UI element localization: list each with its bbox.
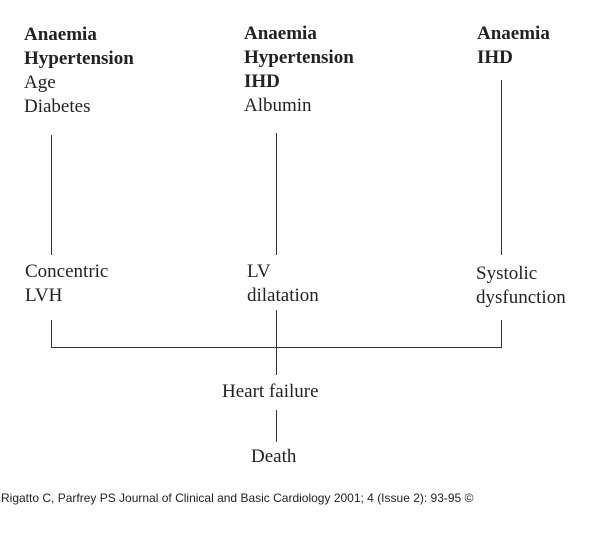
outcome-line: LV bbox=[247, 261, 271, 282]
factor-age: Age bbox=[24, 72, 56, 93]
factor-anaemia: Anaemia bbox=[477, 23, 550, 44]
connector-right bbox=[501, 80, 502, 255]
factors-middle: Anaemia Hypertension IHD Albumin bbox=[244, 22, 354, 118]
heart-failure-label: Heart failure bbox=[222, 381, 319, 402]
outcome-line: dilatation bbox=[247, 285, 319, 306]
citation-text: Rigatto C, Parfrey PS Journal of Clinica… bbox=[1, 491, 474, 505]
factor-diabetes: Diabetes bbox=[24, 96, 91, 117]
connector-left bbox=[51, 135, 52, 255]
outcome-concentric-lvh: Concentric LVH bbox=[25, 260, 108, 308]
outcome-line: Systolic bbox=[476, 263, 538, 284]
factor-anaemia: Anaemia bbox=[244, 23, 317, 44]
connector-middle bbox=[276, 133, 277, 255]
factor-hypertension: Hypertension bbox=[24, 48, 134, 69]
death-label: Death bbox=[251, 446, 297, 467]
bracket-left bbox=[51, 320, 52, 347]
pathway-diagram: Anaemia Hypertension Age Diabetes Anaemi… bbox=[24, 22, 566, 467]
factors-right: Anaemia IHD bbox=[477, 22, 550, 70]
factor-hypertension: Hypertension bbox=[244, 47, 354, 68]
outcome-line: Concentric bbox=[25, 261, 109, 282]
outcome-lv-dilatation: LV dilatation bbox=[247, 260, 319, 308]
outcome-line: dysfunction bbox=[476, 287, 566, 308]
factor-ihd: IHD bbox=[244, 71, 280, 92]
connector-to-heart-failure bbox=[276, 310, 277, 375]
bracket-right bbox=[501, 320, 502, 347]
factor-albumin: Albumin bbox=[244, 95, 312, 116]
factor-ihd: IHD bbox=[477, 47, 513, 68]
connector-to-death bbox=[276, 410, 277, 442]
outcome-line: LVH bbox=[25, 285, 63, 306]
outcome-systolic-dysfunction: Systolic dysfunction bbox=[476, 262, 566, 310]
factor-anaemia: Anaemia bbox=[24, 24, 97, 45]
factors-left: Anaemia Hypertension Age Diabetes bbox=[24, 23, 134, 119]
